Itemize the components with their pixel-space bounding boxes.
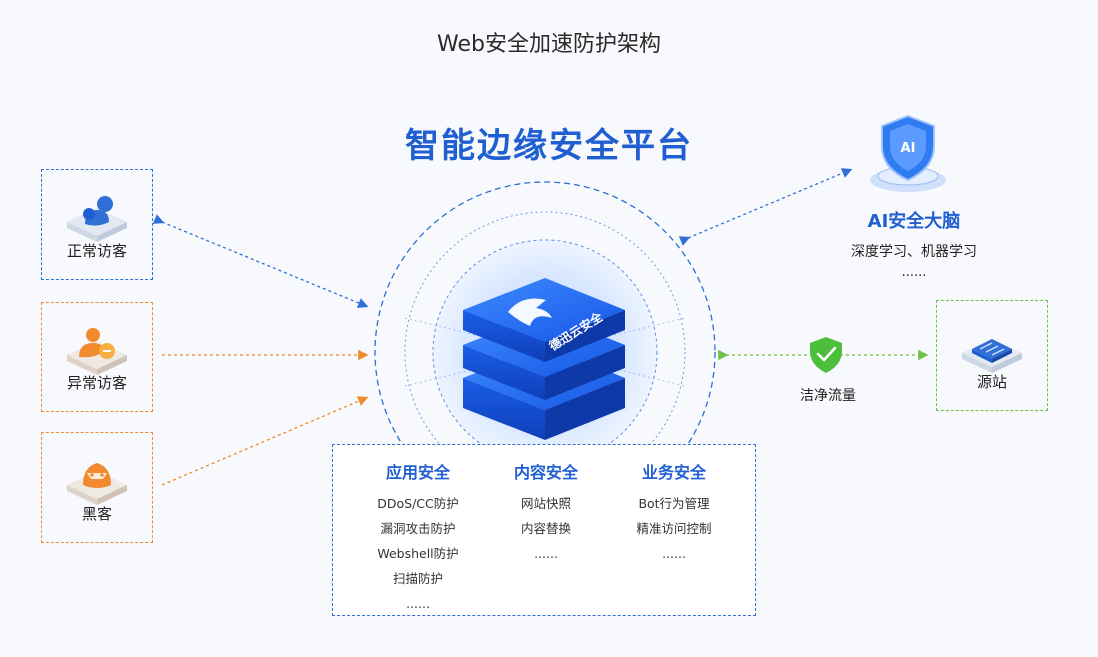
normal-visitor-box: 正常访客 <box>41 169 153 280</box>
abnormal-visitor-box: 异常访客 <box>41 302 153 412</box>
ai-brain-subtitle: 深度学习、机器学习 <box>851 244 977 260</box>
middle-circle <box>404 211 686 493</box>
feature-title: 应用安全 <box>385 463 450 482</box>
feature-column-app-security: 应用安全 DDoS/CC防护 漏洞攻击防护 Webshell防护 扫描防护 ..… <box>353 459 483 616</box>
feature-item: ...... <box>406 596 430 611</box>
feature-item: 网站快照 <box>520 496 571 511</box>
anomalous-user-icon <box>61 321 133 379</box>
feature-title: 内容安全 <box>513 463 578 482</box>
check-shield-icon <box>810 337 842 373</box>
clean-traffic-label: 洁净流量 <box>800 388 856 404</box>
feature-item: 扫描防护 <box>392 571 443 586</box>
svg-text:AI: AI <box>901 141 916 156</box>
normal-visitor-arrow <box>152 214 369 308</box>
feature-item: ...... <box>662 546 686 561</box>
ai-shield-icon: AI <box>870 114 946 192</box>
feature-item: 精准访问控制 <box>636 521 712 536</box>
hacker-box: 黑客 <box>41 432 153 543</box>
features-panel: 应用安全 DDoS/CC防护 漏洞攻击防护 Webshell防护 扫描防护 ..… <box>332 444 756 616</box>
hacker-icon <box>61 451 133 509</box>
feature-item: ...... <box>534 546 558 561</box>
feature-item: 内容替换 <box>520 521 571 536</box>
ai-brain-more: ...... <box>901 265 927 280</box>
page-title: Web安全加速防护架构 <box>437 32 661 57</box>
user-icon <box>61 188 133 246</box>
feature-title: 业务安全 <box>641 463 706 482</box>
normal-visitor-label: 正常访客 <box>66 242 127 260</box>
ai-brain-title: AI安全大脑 <box>867 211 961 232</box>
feature-column-content-security: 内容安全 网站快照 内容替换 ...... <box>481 459 611 566</box>
feature-item: Webshell防护 <box>377 546 459 561</box>
platform-stack-icon <box>463 278 625 440</box>
abnormal-visitor-label: 异常访客 <box>66 374 127 392</box>
hacker-arrow <box>161 396 369 486</box>
origin-box: 源站 <box>936 300 1048 411</box>
feature-column-business-security: 业务安全 Bot行为管理 精准访问控制 ...... <box>609 459 739 566</box>
hacker-label: 黑客 <box>81 505 112 523</box>
server-icon <box>956 319 1028 377</box>
origin-label: 源站 <box>976 373 1007 391</box>
feature-item: 漏洞攻击防护 <box>380 521 456 536</box>
outer-circle <box>374 181 716 523</box>
feature-item: Bot行为管理 <box>638 496 710 511</box>
feature-item: DDoS/CC防护 <box>377 496 459 511</box>
platform-title: 智能边缘安全平台 <box>405 126 693 166</box>
ai-brain-arrow <box>678 168 853 246</box>
